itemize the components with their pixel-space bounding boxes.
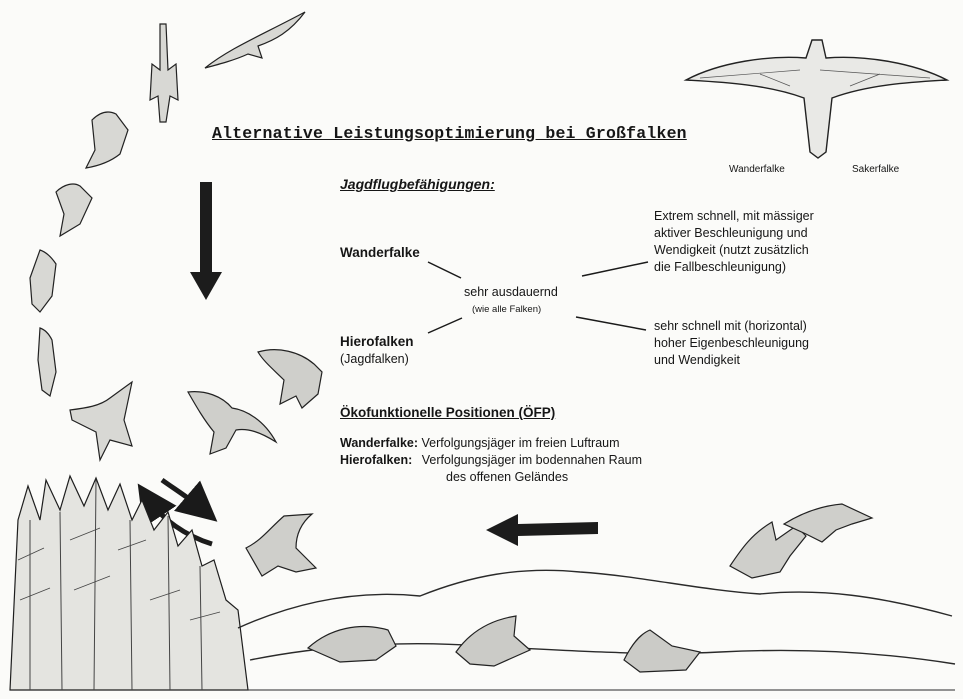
falcon-icon xyxy=(30,250,56,312)
position-label: Wanderfalke: xyxy=(340,436,418,450)
falcon-icon xyxy=(86,112,128,168)
wanderfalke-label: Wanderfalke xyxy=(340,245,420,260)
description-line: sehr schnell mit (horizontal) xyxy=(654,318,809,335)
section-heading-oefp: Ökofunktionelle Positionen (ÖFP) xyxy=(340,405,555,420)
wanderfalke-description: Extrem schnell, mit mässiger aktiver Bes… xyxy=(654,208,814,276)
description-line: hoher Eigenbeschleunigung xyxy=(654,335,809,352)
falcon-icon xyxy=(188,392,276,454)
falcon-icon xyxy=(624,630,700,672)
shared-trait-note: (wie alle Falken) xyxy=(472,304,541,315)
falcon-icon xyxy=(456,616,530,666)
position-row-hierofalken: Hierofalken: Verfolgungsjäger im bodenna… xyxy=(340,452,642,468)
position-text: Verfolgungsjäger im freien Luftraum xyxy=(422,436,620,450)
shared-trait-label: sehr ausdauernd xyxy=(464,285,558,299)
falcon-icon xyxy=(70,382,132,460)
falcon-icon xyxy=(38,328,56,396)
silhouette-label-sakerfalke: Sakerfalke xyxy=(852,164,899,175)
falcon-icon xyxy=(246,514,316,576)
section-heading-jagdflug: Jagdflugbefähigungen: xyxy=(340,176,495,192)
position-text: des offenen Geländes xyxy=(446,470,568,484)
perched-falcons xyxy=(308,616,700,672)
hierofalken-description: sehr schnell mit (horizontal) hoher Eige… xyxy=(654,318,809,369)
page-title: Alternative Leistungsoptimierung bei Gro… xyxy=(212,124,687,143)
description-line: Wendigkeit (nutzt zusätzlich xyxy=(654,242,814,259)
left-arrow-icon xyxy=(486,514,598,546)
description-line: und Wendigkeit xyxy=(654,352,809,369)
falcon-silhouette-icon xyxy=(686,40,947,158)
silhouette-label-wanderfalke: Wanderfalke xyxy=(729,164,785,175)
description-line: Extrem schnell, mit mässiger xyxy=(654,208,814,225)
falcon-icon xyxy=(258,350,322,408)
position-row-wanderfalke: Wanderfalke: Verfolgungsjäger im freien … xyxy=(340,435,620,451)
forest-illustration xyxy=(10,476,248,690)
falcon-icon xyxy=(56,184,92,236)
falcon-icon xyxy=(205,12,305,68)
falcon-icon xyxy=(730,522,806,578)
description-line: die Fallbeschleunigung) xyxy=(654,259,814,276)
hierofalken-sublabel: (Jagdfalken) xyxy=(340,352,409,366)
hierofalken-label: Hierofalken xyxy=(340,334,414,349)
position-label: Hierofalken: xyxy=(340,453,412,467)
falcon-icon xyxy=(308,627,396,662)
description-line: aktiver Beschleunigung und xyxy=(654,225,814,242)
down-arrow-icon xyxy=(190,182,222,300)
position-row-hierofalken-continued: des offenen Geländes xyxy=(446,469,568,485)
position-text: Verfolgungsjäger im bodennahen Raum xyxy=(422,453,642,467)
diving-falcon-sequence xyxy=(30,12,305,460)
falcon-icon xyxy=(150,24,178,122)
